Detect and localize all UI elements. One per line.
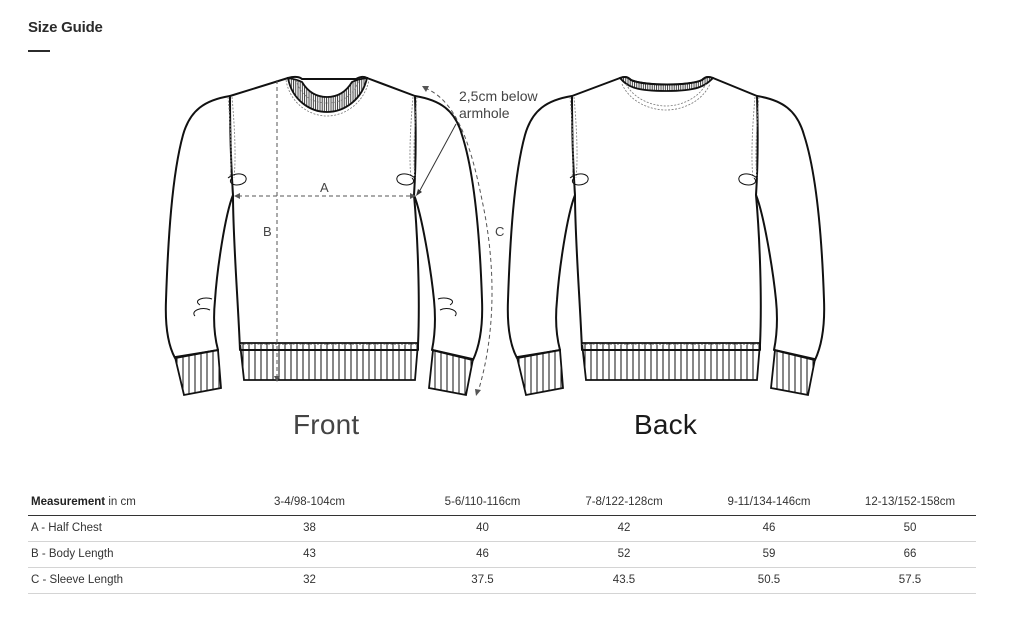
front-hem-rib: [238, 342, 419, 381]
table-cell: 52: [554, 541, 694, 568]
size-column-header: 5-6/110-116cm: [411, 489, 554, 516]
table-cell: 43: [208, 541, 411, 568]
back-view-label: Back: [634, 409, 698, 440]
page-title: Size Guide: [28, 19, 103, 36]
size-column-header: 7-8/122-128cm: [554, 489, 694, 516]
table-row: A - Half Chest 38 40 42 46 50: [28, 515, 976, 542]
back-neckband: [618, 76, 715, 111]
front-view-label: Front: [293, 409, 360, 440]
table-cell: 66: [844, 541, 976, 568]
measurement-header-unit: in cm: [105, 495, 136, 508]
measurement-header-bold: Measurement: [31, 495, 106, 508]
measurement-lines: [238, 80, 493, 393]
back-sweater: [506, 75, 826, 361]
measurement-header: Measurement in cm: [28, 489, 208, 516]
size-column-header: 12-13/152-158cm: [844, 489, 976, 516]
table-cell: 46: [694, 515, 844, 542]
table-cell: 46: [411, 541, 554, 568]
title-underline: [28, 50, 50, 52]
table-cell: 32: [208, 567, 411, 594]
table-cell: 37.5: [411, 567, 554, 594]
table-cell: 50.5: [694, 567, 844, 594]
dimension-a-label: A: [320, 180, 329, 195]
back-hem-rib: [580, 342, 761, 381]
row-label: C - Sleeve Length: [28, 567, 208, 594]
size-table: Measurement in cm 3-4/98-104cm 5-6/110-1…: [28, 489, 976, 594]
row-label: B - Body Length: [28, 541, 208, 568]
armhole-note-line1: 2,5cm below: [459, 88, 538, 104]
table-cell: 38: [208, 515, 411, 542]
size-column-header: 3-4/98-104cm: [208, 489, 411, 516]
table-cell: 42: [554, 515, 694, 542]
row-label: A - Half Chest: [28, 515, 208, 542]
table-header-row: Measurement in cm 3-4/98-104cm 5-6/110-1…: [28, 489, 976, 516]
dimension-c-label: C: [495, 224, 505, 239]
dimension-b-label: B: [263, 224, 272, 239]
table-cell: 59: [694, 541, 844, 568]
table-cell: 57.5: [844, 567, 976, 594]
front-neckband: [285, 76, 370, 117]
table-row: C - Sleeve Length 32 37.5 43.5 50.5 57.5: [28, 567, 976, 594]
table-row: B - Body Length 43 46 52 59 66: [28, 541, 976, 568]
front-sweater: [164, 75, 484, 361]
sweater-illustration: [164, 75, 826, 397]
armhole-note-line2: armhole: [459, 105, 510, 121]
armhole-note: 2,5cm below armhole: [459, 88, 538, 122]
size-column-header: 9-11/134-146cm: [694, 489, 844, 516]
table-cell: 50: [844, 515, 976, 542]
table-cell: 40: [411, 515, 554, 542]
table-cell: 43.5: [554, 567, 694, 594]
